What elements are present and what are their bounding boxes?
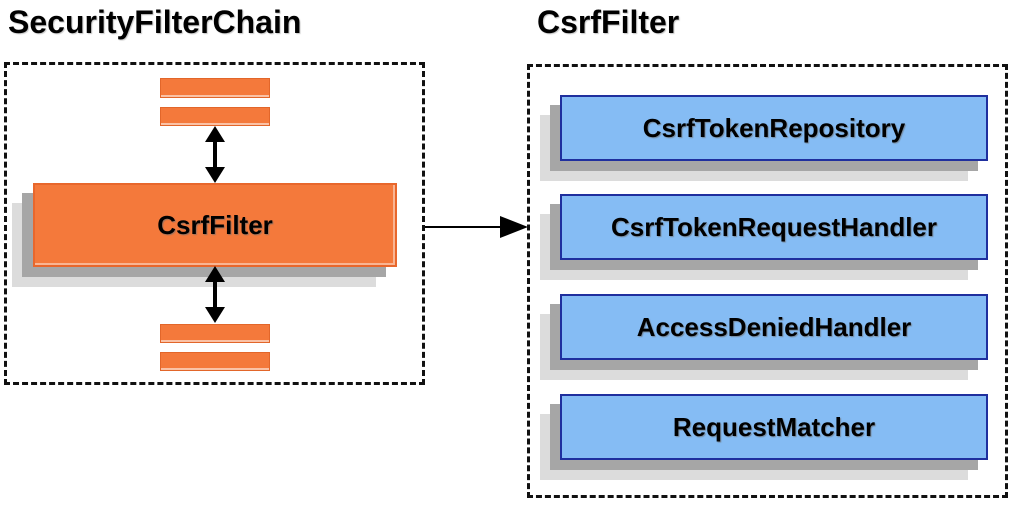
component-box-request-matcher: RequestMatcher (560, 394, 988, 460)
connector-line (425, 226, 502, 228)
up-down-arrow-icon (202, 126, 228, 183)
filter-placeholder-bar-top-1 (160, 78, 270, 98)
csrf-filter-panel: CsrfTokenRepository CsrfTokenRequestHand… (527, 64, 1008, 498)
csrf-filter-box-label: CsrfFilter (157, 209, 273, 240)
csrf-filter-box: CsrfFilter (33, 183, 397, 267)
security-filter-chain-title: SecurityFilterChain (8, 4, 302, 40)
up-down-arrow-icon (202, 266, 228, 323)
component-box-label: AccessDeniedHandler (636, 311, 912, 342)
security-filter-chain-panel: CsrfFilter (4, 62, 425, 385)
csrf-filter-title: CsrfFilter (537, 4, 680, 40)
filter-placeholder-bar-bottom-2 (160, 352, 270, 371)
component-box-csrf-token-repository: CsrfTokenRepository (560, 95, 988, 161)
right-arrow-icon (500, 216, 528, 238)
component-box-label: RequestMatcher (672, 411, 876, 442)
component-box-label: CsrfTokenRequestHandler (610, 211, 938, 242)
component-box-access-denied-handler: AccessDeniedHandler (560, 294, 988, 360)
component-box-label: CsrfTokenRepository (642, 112, 906, 143)
component-box-csrf-token-request-handler: CsrfTokenRequestHandler (560, 194, 988, 260)
filter-placeholder-bar-bottom-1 (160, 324, 270, 343)
filter-placeholder-bar-top-2 (160, 107, 270, 126)
